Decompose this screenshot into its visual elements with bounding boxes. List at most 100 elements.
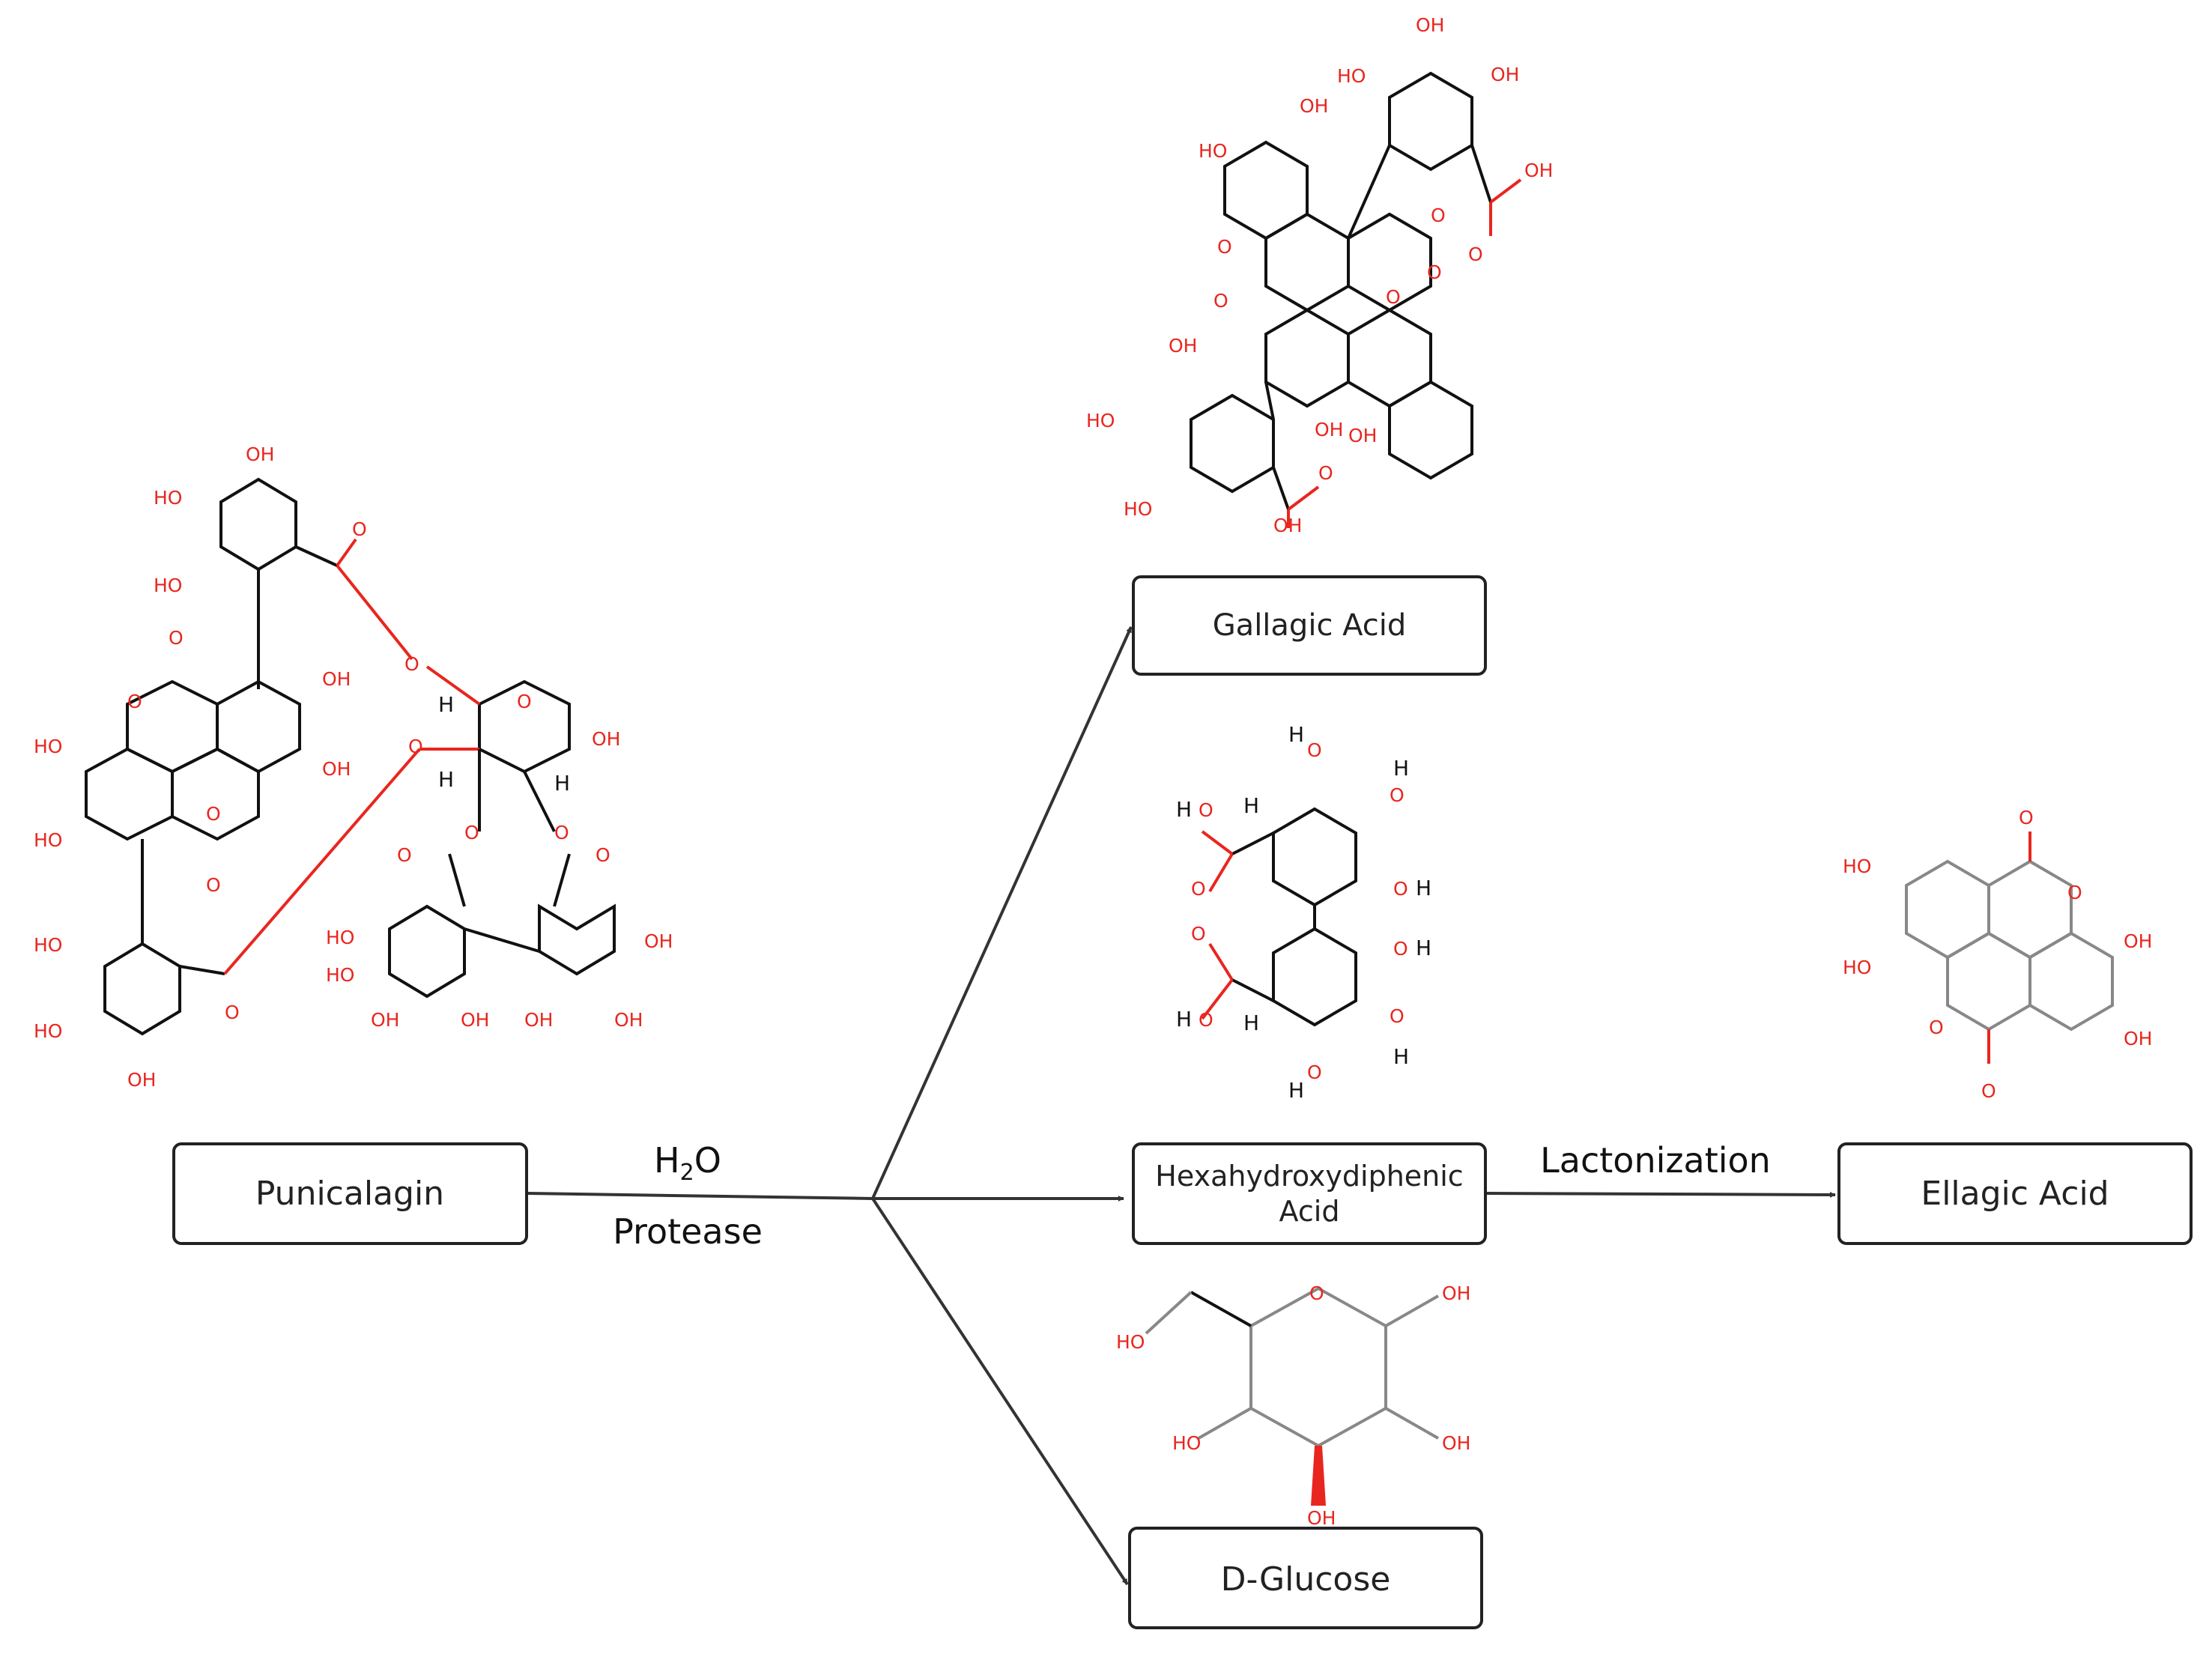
svg-text:O: O: [464, 822, 479, 843]
ellagic-acid-label: Ellagic Acid: [1921, 1175, 2109, 1213]
svg-text:O: O: [1468, 243, 1483, 265]
svg-text:HO: HO: [1337, 65, 1366, 87]
svg-text:OH: OH: [1442, 1282, 1470, 1304]
svg-text:O: O: [169, 627, 184, 649]
svg-text:O: O: [1191, 878, 1206, 900]
svg-text:OH: OH: [246, 443, 274, 465]
punicalagin-connector: [526, 1192, 873, 1200]
svg-text:O: O: [1393, 878, 1408, 900]
svg-text:O: O: [1386, 286, 1401, 308]
arrow-to-d-glucose: [871, 1197, 1129, 1586]
svg-text:H: H: [438, 692, 454, 717]
hhdp-acid-node[interactable]: Hexahydroxydiphenic Acid: [1132, 1142, 1487, 1245]
svg-text:HO: HO: [154, 487, 182, 509]
svg-text:O: O: [1199, 1009, 1213, 1031]
d-glucose-label: D-Glucose: [1221, 1560, 1391, 1599]
svg-text:HO: HO: [34, 736, 62, 757]
svg-text:O: O: [404, 653, 419, 675]
svg-text:O: O: [1929, 1017, 1944, 1038]
gallagic-acid-label: Gallagic Acid: [1213, 608, 1407, 643]
svg-text:O: O: [554, 822, 569, 843]
svg-text:HO: HO: [1843, 855, 1871, 877]
gallagic-acid-node[interactable]: Gallagic Acid: [1132, 575, 1487, 676]
svg-text:OH: OH: [2124, 930, 2152, 952]
svg-text:H: H: [1288, 1078, 1304, 1103]
svg-text:OH: OH: [592, 728, 620, 750]
svg-text:OH: OH: [461, 1009, 489, 1031]
svg-text:OH: OH: [1416, 14, 1444, 36]
svg-text:O: O: [1217, 236, 1232, 258]
svg-text:H: H: [1416, 936, 1431, 960]
svg-text:OH: OH: [644, 930, 673, 952]
svg-text:OH: OH: [1169, 335, 1197, 357]
svg-text:HO: HO: [326, 964, 354, 986]
svg-text:O: O: [206, 803, 221, 825]
svg-text:HO: HO: [1124, 498, 1152, 520]
svg-text:O: O: [1191, 923, 1206, 945]
svg-text:HO: HO: [154, 575, 182, 596]
svg-text:HO: HO: [34, 1020, 62, 1042]
svg-text:H: H: [1243, 1011, 1259, 1035]
gallagic-acid-structure: O O O O HO OH HO OH OH OH O O OH OH OH H…: [1086, 14, 1553, 536]
svg-text:OH: OH: [1300, 95, 1328, 117]
svg-text:HO: HO: [1172, 1432, 1201, 1454]
svg-text:OH: OH: [1315, 419, 1343, 440]
svg-text:H: H: [554, 771, 570, 796]
svg-text:O: O: [1431, 205, 1446, 226]
d-glucose-node[interactable]: D-Glucose: [1128, 1527, 1483, 1629]
svg-text:HO: HO: [326, 927, 354, 948]
svg-text:O: O: [352, 518, 367, 540]
svg-text:O: O: [1199, 799, 1213, 821]
svg-text:OH: OH: [1524, 160, 1553, 181]
svg-text:H: H: [1176, 797, 1192, 822]
svg-text:OH: OH: [1273, 515, 1302, 536]
ellagic-acid-node[interactable]: Ellagic Acid: [1837, 1142, 2193, 1245]
hhdp-acid-label-line2: Acid: [1279, 1195, 1340, 1228]
svg-text:H: H: [1243, 793, 1259, 818]
svg-text:HO: HO: [34, 934, 62, 956]
svg-text:H: H: [1288, 722, 1304, 747]
svg-text:OH: OH: [1442, 1432, 1470, 1454]
svg-text:O: O: [1393, 938, 1408, 960]
svg-text:OH: OH: [614, 1009, 643, 1031]
svg-text:OH: OH: [1491, 64, 1519, 85]
lactonization-label: Lactonization: [1540, 1140, 1771, 1181]
punicalagin-structure: OH HO HO O O O OH OH HO HO O O O O OH H …: [34, 443, 673, 1091]
svg-text:HO: HO: [1116, 1331, 1145, 1353]
svg-text:O: O: [1981, 1080, 1996, 1102]
svg-text:O: O: [2019, 807, 2034, 828]
svg-text:O: O: [596, 844, 610, 866]
svg-text:O: O: [1307, 1061, 1322, 1083]
protease-label: Protease: [613, 1211, 763, 1252]
svg-text:O: O: [1213, 290, 1228, 312]
punicalagin-node[interactable]: Punicalagin: [172, 1142, 528, 1245]
svg-text:HO: HO: [1199, 140, 1227, 162]
svg-text:OH: OH: [322, 668, 351, 690]
svg-text:H: H: [1393, 756, 1409, 781]
svg-text:HO: HO: [34, 829, 62, 851]
d-glucose-structure: O HO OH OH HO OH: [1116, 1282, 1470, 1529]
svg-text:OH: OH: [2124, 1028, 2152, 1049]
svg-text:OH: OH: [127, 1069, 156, 1091]
svg-text:O: O: [408, 736, 423, 757]
svg-text:OH: OH: [322, 758, 351, 780]
punicalagin-label: Punicalagin: [255, 1175, 444, 1213]
water-label: H2O: [654, 1140, 721, 1186]
svg-text:H: H: [1176, 1007, 1192, 1032]
svg-text:OH: OH: [524, 1009, 553, 1031]
svg-text:O: O: [2067, 882, 2082, 903]
svg-text:O: O: [517, 691, 532, 712]
hhdp-acid-structure: H O H O H O H O O H O O H H O H O H O H: [1176, 722, 1431, 1103]
svg-text:HO: HO: [1843, 957, 1871, 978]
arrow-to-ellagic-acid: [1485, 1191, 1836, 1198]
svg-text:O: O: [1318, 462, 1333, 484]
arrow-to-gallagic-acid: [871, 626, 1133, 1199]
svg-text:HO: HO: [1086, 410, 1115, 431]
svg-text:OH: OH: [1307, 1507, 1336, 1529]
svg-text:O: O: [397, 844, 412, 866]
svg-text:O: O: [1390, 1005, 1405, 1027]
hhdp-acid-label-line1: Hexahydroxydiphenic: [1155, 1160, 1463, 1193]
svg-text:O: O: [225, 1002, 240, 1023]
svg-text:O: O: [1309, 1282, 1324, 1304]
